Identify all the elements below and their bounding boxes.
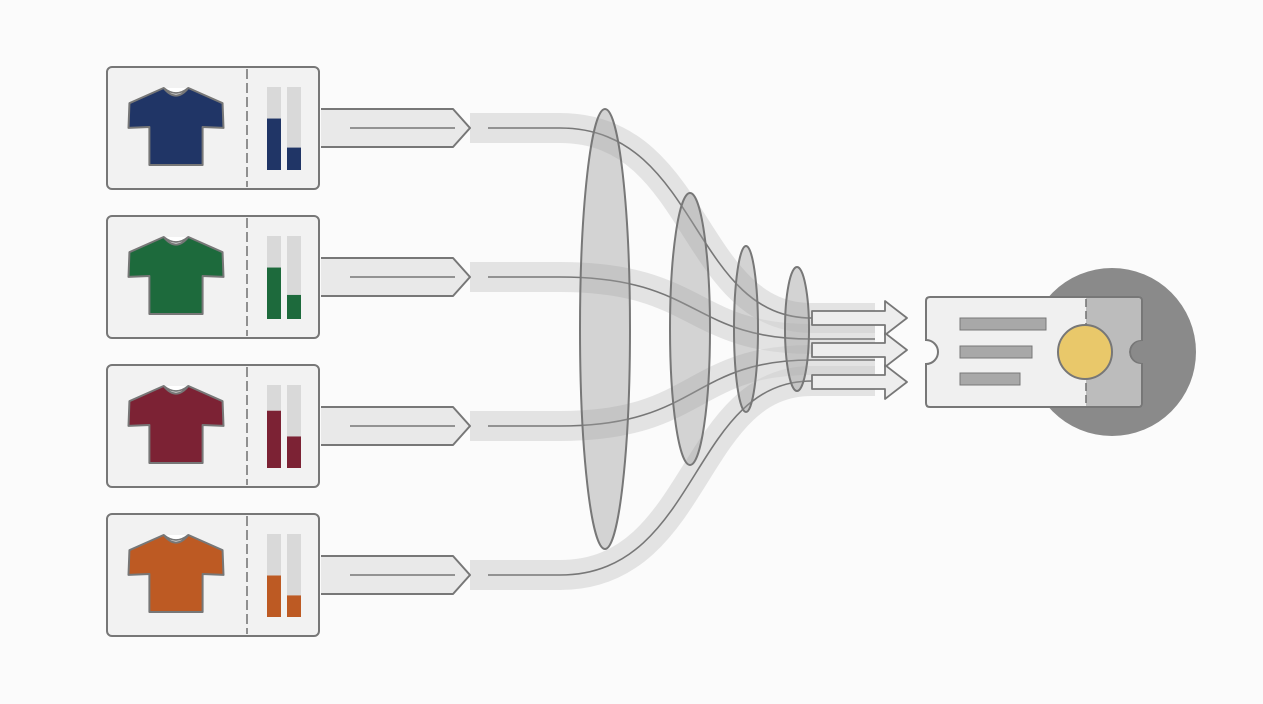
- tshirt-collar: [163, 534, 189, 541]
- funnel-ring: [784, 266, 810, 392]
- funnel-ring: [733, 245, 759, 413]
- product-card: [106, 66, 471, 190]
- product-cards: [106, 66, 471, 637]
- level-bar-fill: [267, 575, 281, 617]
- maroon-tshirt-icon: [127, 385, 225, 464]
- product-card: [106, 215, 471, 339]
- level-bar-fill: [287, 294, 301, 319]
- result-ticket-group: [925, 268, 1196, 436]
- coin-icon: [1057, 324, 1113, 380]
- tshirt-collar: [163, 385, 189, 392]
- flow-line: [488, 127, 875, 319]
- ticket-text-line: [959, 372, 1021, 386]
- level-bar-fill: [267, 410, 281, 468]
- navy-tshirt-icon: [127, 87, 225, 166]
- output-arrows: [811, 300, 908, 400]
- product-card: [106, 364, 471, 488]
- flow-line: [488, 359, 875, 427]
- tshirt-body: [127, 87, 225, 166]
- tshirt-collar: [163, 87, 189, 94]
- funnel-ring: [669, 192, 711, 466]
- green-tshirt-icon: [127, 236, 225, 315]
- ticket-stub: [1086, 298, 1141, 406]
- ticket-text-line: [959, 317, 1047, 331]
- tshirt-body: [127, 236, 225, 315]
- level-bar-fill: [287, 147, 301, 170]
- level-bar-fill: [287, 595, 301, 617]
- level-bar-fill: [287, 436, 301, 468]
- orange-tshirt-icon: [127, 534, 225, 613]
- ticket-text-line: [959, 345, 1033, 359]
- level-bar-fill: [267, 267, 281, 319]
- level-bar-fill: [267, 118, 281, 170]
- output-arrow: [811, 300, 908, 336]
- funnel-ring: [579, 108, 631, 550]
- flow-line: [488, 380, 875, 576]
- output-arrow: [811, 332, 908, 368]
- funnel: [579, 108, 810, 550]
- flow-line: [488, 276, 875, 340]
- output-arrow: [811, 364, 908, 400]
- flow-paths: [470, 113, 875, 590]
- tshirt-collar: [163, 236, 189, 243]
- tshirt-body: [127, 385, 225, 464]
- product-card: [106, 513, 471, 637]
- tshirt-body: [127, 534, 225, 613]
